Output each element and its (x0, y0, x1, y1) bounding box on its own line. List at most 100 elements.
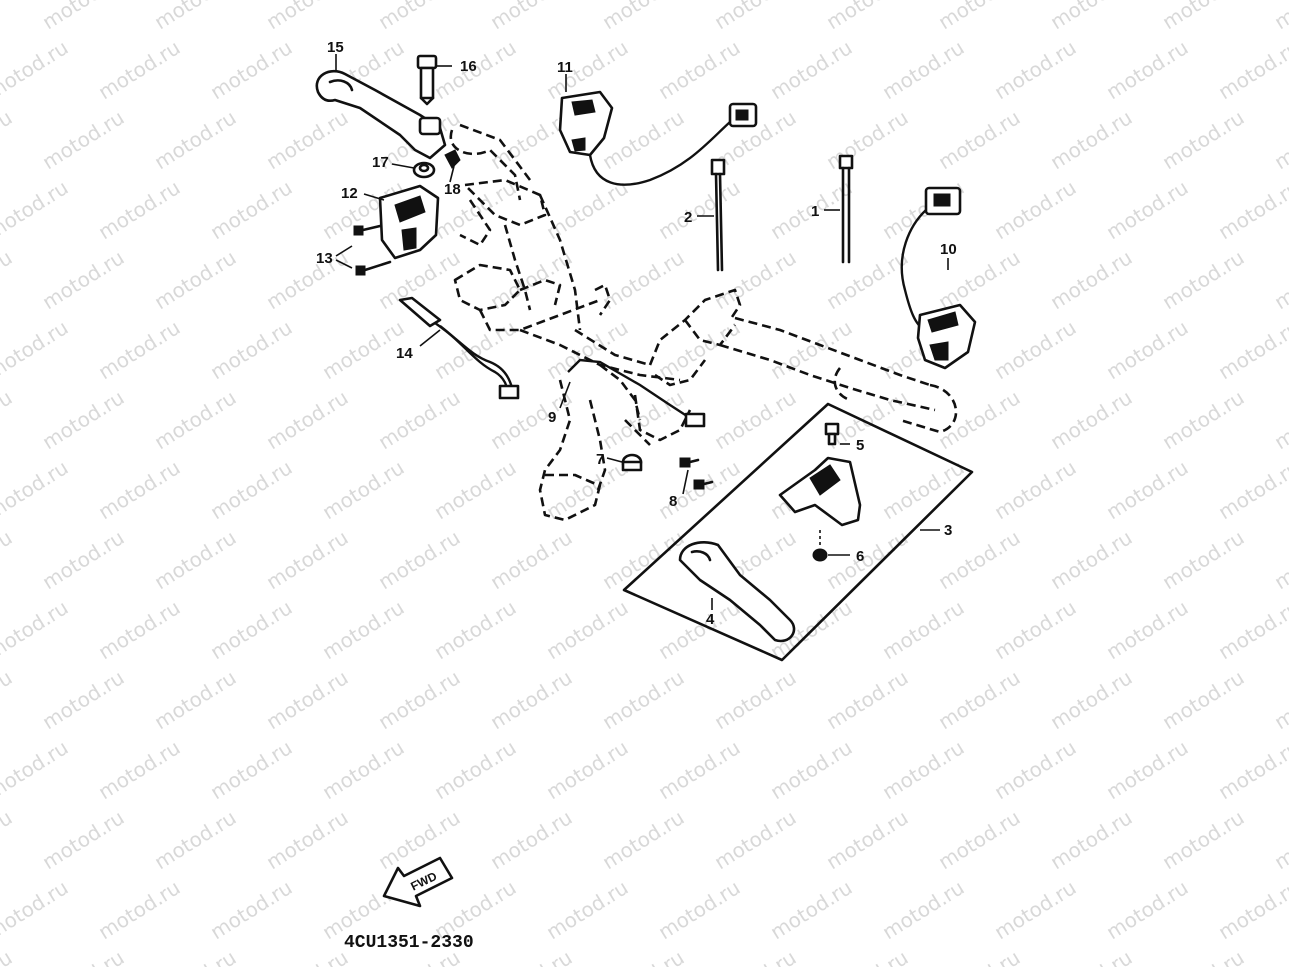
watermark-text: motod.ru (0, 805, 16, 874)
label-13: 13 (316, 250, 333, 267)
label-7: 7 (596, 451, 604, 468)
label-6: 6 (856, 548, 864, 565)
watermark-text: motod.ru (1046, 105, 1137, 174)
watermark-text: motod.ru (1102, 35, 1193, 104)
watermark-text: motod.ru (598, 525, 689, 594)
watermark-text: motod.ru (878, 875, 969, 944)
watermark-text: motod.ru (206, 175, 297, 244)
watermark-text: motod.ru (262, 0, 353, 34)
label-8: 8 (669, 493, 677, 510)
watermark-text: motod.ru (990, 35, 1081, 104)
watermark-text: motod.ru (1214, 455, 1289, 524)
label-17: 17 (372, 154, 389, 171)
watermark-text: motod.ru (262, 945, 353, 967)
watermark-text: motod.ru (486, 945, 577, 967)
watermark-text: motod.ru (38, 665, 129, 734)
watermark-text: motod.ru (206, 315, 297, 384)
watermark-text: motod.ru (766, 35, 857, 104)
watermark-text: motod.ru (38, 525, 129, 594)
watermark-text: motod.ru (766, 315, 857, 384)
watermark-text: motod.ru (206, 595, 297, 664)
watermark-text: motod.ru (0, 665, 16, 734)
label-10: 10 (940, 241, 957, 258)
label-1: 1 (811, 203, 819, 220)
watermark-text: motod.ru (206, 735, 297, 804)
watermark-text: motod.ru (486, 805, 577, 874)
watermark-text: motod.ru (598, 805, 689, 874)
watermark-text: motod.ru (990, 455, 1081, 524)
watermark-text: motod.ru (710, 805, 801, 874)
watermark-text: motod.ru (430, 595, 521, 664)
watermark-text: motod.ru (0, 455, 72, 524)
watermark-text: motod.ru (654, 455, 745, 524)
watermark-text: motod.ru (1158, 525, 1249, 594)
watermark-text: motod.ru (542, 175, 633, 244)
watermark-text: motod.ru (486, 245, 577, 314)
watermark-text: motod.ru (990, 315, 1081, 384)
label-5: 5 (856, 437, 864, 454)
watermark-text: motod.ru (486, 665, 577, 734)
part-lever-15 (315, 69, 447, 160)
part-nut-17 (412, 161, 436, 179)
watermark-text: motod.ru (766, 735, 857, 804)
watermark-text: motod.ru (1102, 735, 1193, 804)
leader-lines (335, 54, 949, 610)
watermark-text: motod.ru (430, 735, 521, 804)
watermark-text: motod.ru (0, 595, 72, 664)
watermark-text: motod.ru (654, 35, 745, 104)
watermark-text: motod.ru (934, 385, 1025, 454)
watermark-text: motod.ru (542, 455, 633, 524)
watermark-text: motod.ru (878, 35, 969, 104)
label-9: 9 (548, 409, 556, 426)
watermark-text: motod.ru (38, 385, 129, 454)
watermark-text: motod.ru (1270, 105, 1289, 174)
watermark-text: motod.ru (94, 315, 185, 384)
watermark-text: motod.ru (94, 35, 185, 104)
watermark-text: motod.ru (150, 525, 241, 594)
watermark-text: motod.ru (38, 0, 129, 34)
watermark-text: motod.ru (1046, 525, 1137, 594)
watermark-text: motod.ru (0, 315, 72, 384)
watermark-text: motod.ru (654, 315, 745, 384)
watermark-text: motod.ru (0, 385, 16, 454)
watermark-text: motod.ru (710, 945, 801, 967)
watermark-text: motod.ru (654, 735, 745, 804)
watermark-text: motod.ru (934, 105, 1025, 174)
watermark-text: motod.ru (1046, 665, 1137, 734)
watermark-text: motod.ru (1214, 875, 1289, 944)
part-wire-14 (398, 296, 520, 400)
watermark-text: motod.ru (934, 805, 1025, 874)
watermark-text: motod.ru (822, 525, 913, 594)
watermark-text: motod.ru (1102, 595, 1193, 664)
watermark-text: motod.ru (150, 665, 241, 734)
watermark-text: motod.ru (598, 105, 689, 174)
watermark-text: motod.ru (374, 385, 465, 454)
watermark-text: motod.ru (598, 945, 689, 967)
watermark-text: motod.ru (822, 105, 913, 174)
label-4: 4 (706, 611, 715, 628)
watermark-text: motod.ru (94, 455, 185, 524)
watermark-text: motod.ru (206, 35, 297, 104)
watermark-text: motod.ru (1158, 0, 1249, 34)
handlebar-outline (449, 123, 958, 522)
watermark-text: motod.ru (1270, 245, 1289, 314)
watermark-text: motod.ru (598, 385, 689, 454)
watermark-text: motod.ru (262, 105, 353, 174)
watermark-text: motod.ru (262, 665, 353, 734)
watermark-text: motod.ru (318, 735, 409, 804)
watermark-text: motod.ru (822, 665, 913, 734)
watermark-text: motod.ru (318, 455, 409, 524)
watermark-text: motod.ru (94, 735, 185, 804)
watermark-text: motod.ru (1270, 945, 1289, 967)
watermark-text: motod.ru (318, 315, 409, 384)
watermark-text: motod.ru (374, 0, 465, 34)
watermark-text: motod.ru (38, 105, 129, 174)
watermark-text: motod.ru (934, 665, 1025, 734)
watermark-text: motod.ru (598, 665, 689, 734)
watermark-text: motod.ru (0, 35, 72, 104)
watermark-text: motod.ru (0, 245, 16, 314)
watermark-text: motod.ru (94, 595, 185, 664)
watermark-text: motod.ru (1158, 385, 1249, 454)
kit-box-3 (622, 402, 974, 662)
